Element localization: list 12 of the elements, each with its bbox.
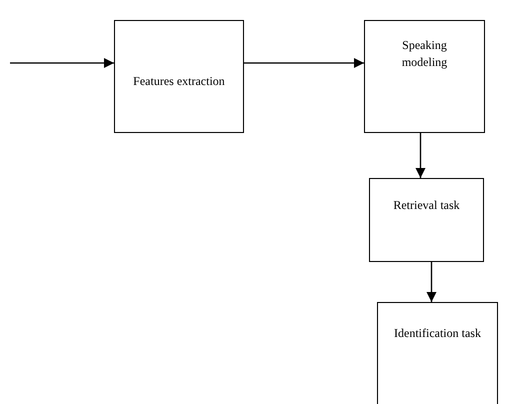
process-box [114,20,244,133]
arrow [10,58,114,68]
box-label: Identification task [394,325,481,342]
box-label: Features extraction [133,73,225,90]
arrow [244,58,364,68]
box-label: Speaking modeling [400,37,448,72]
process-box [377,302,498,404]
process-box [364,20,485,133]
arrow [416,133,426,178]
box-label: Retrieval task [393,197,460,214]
arrow [426,262,436,302]
process-box [369,178,484,262]
